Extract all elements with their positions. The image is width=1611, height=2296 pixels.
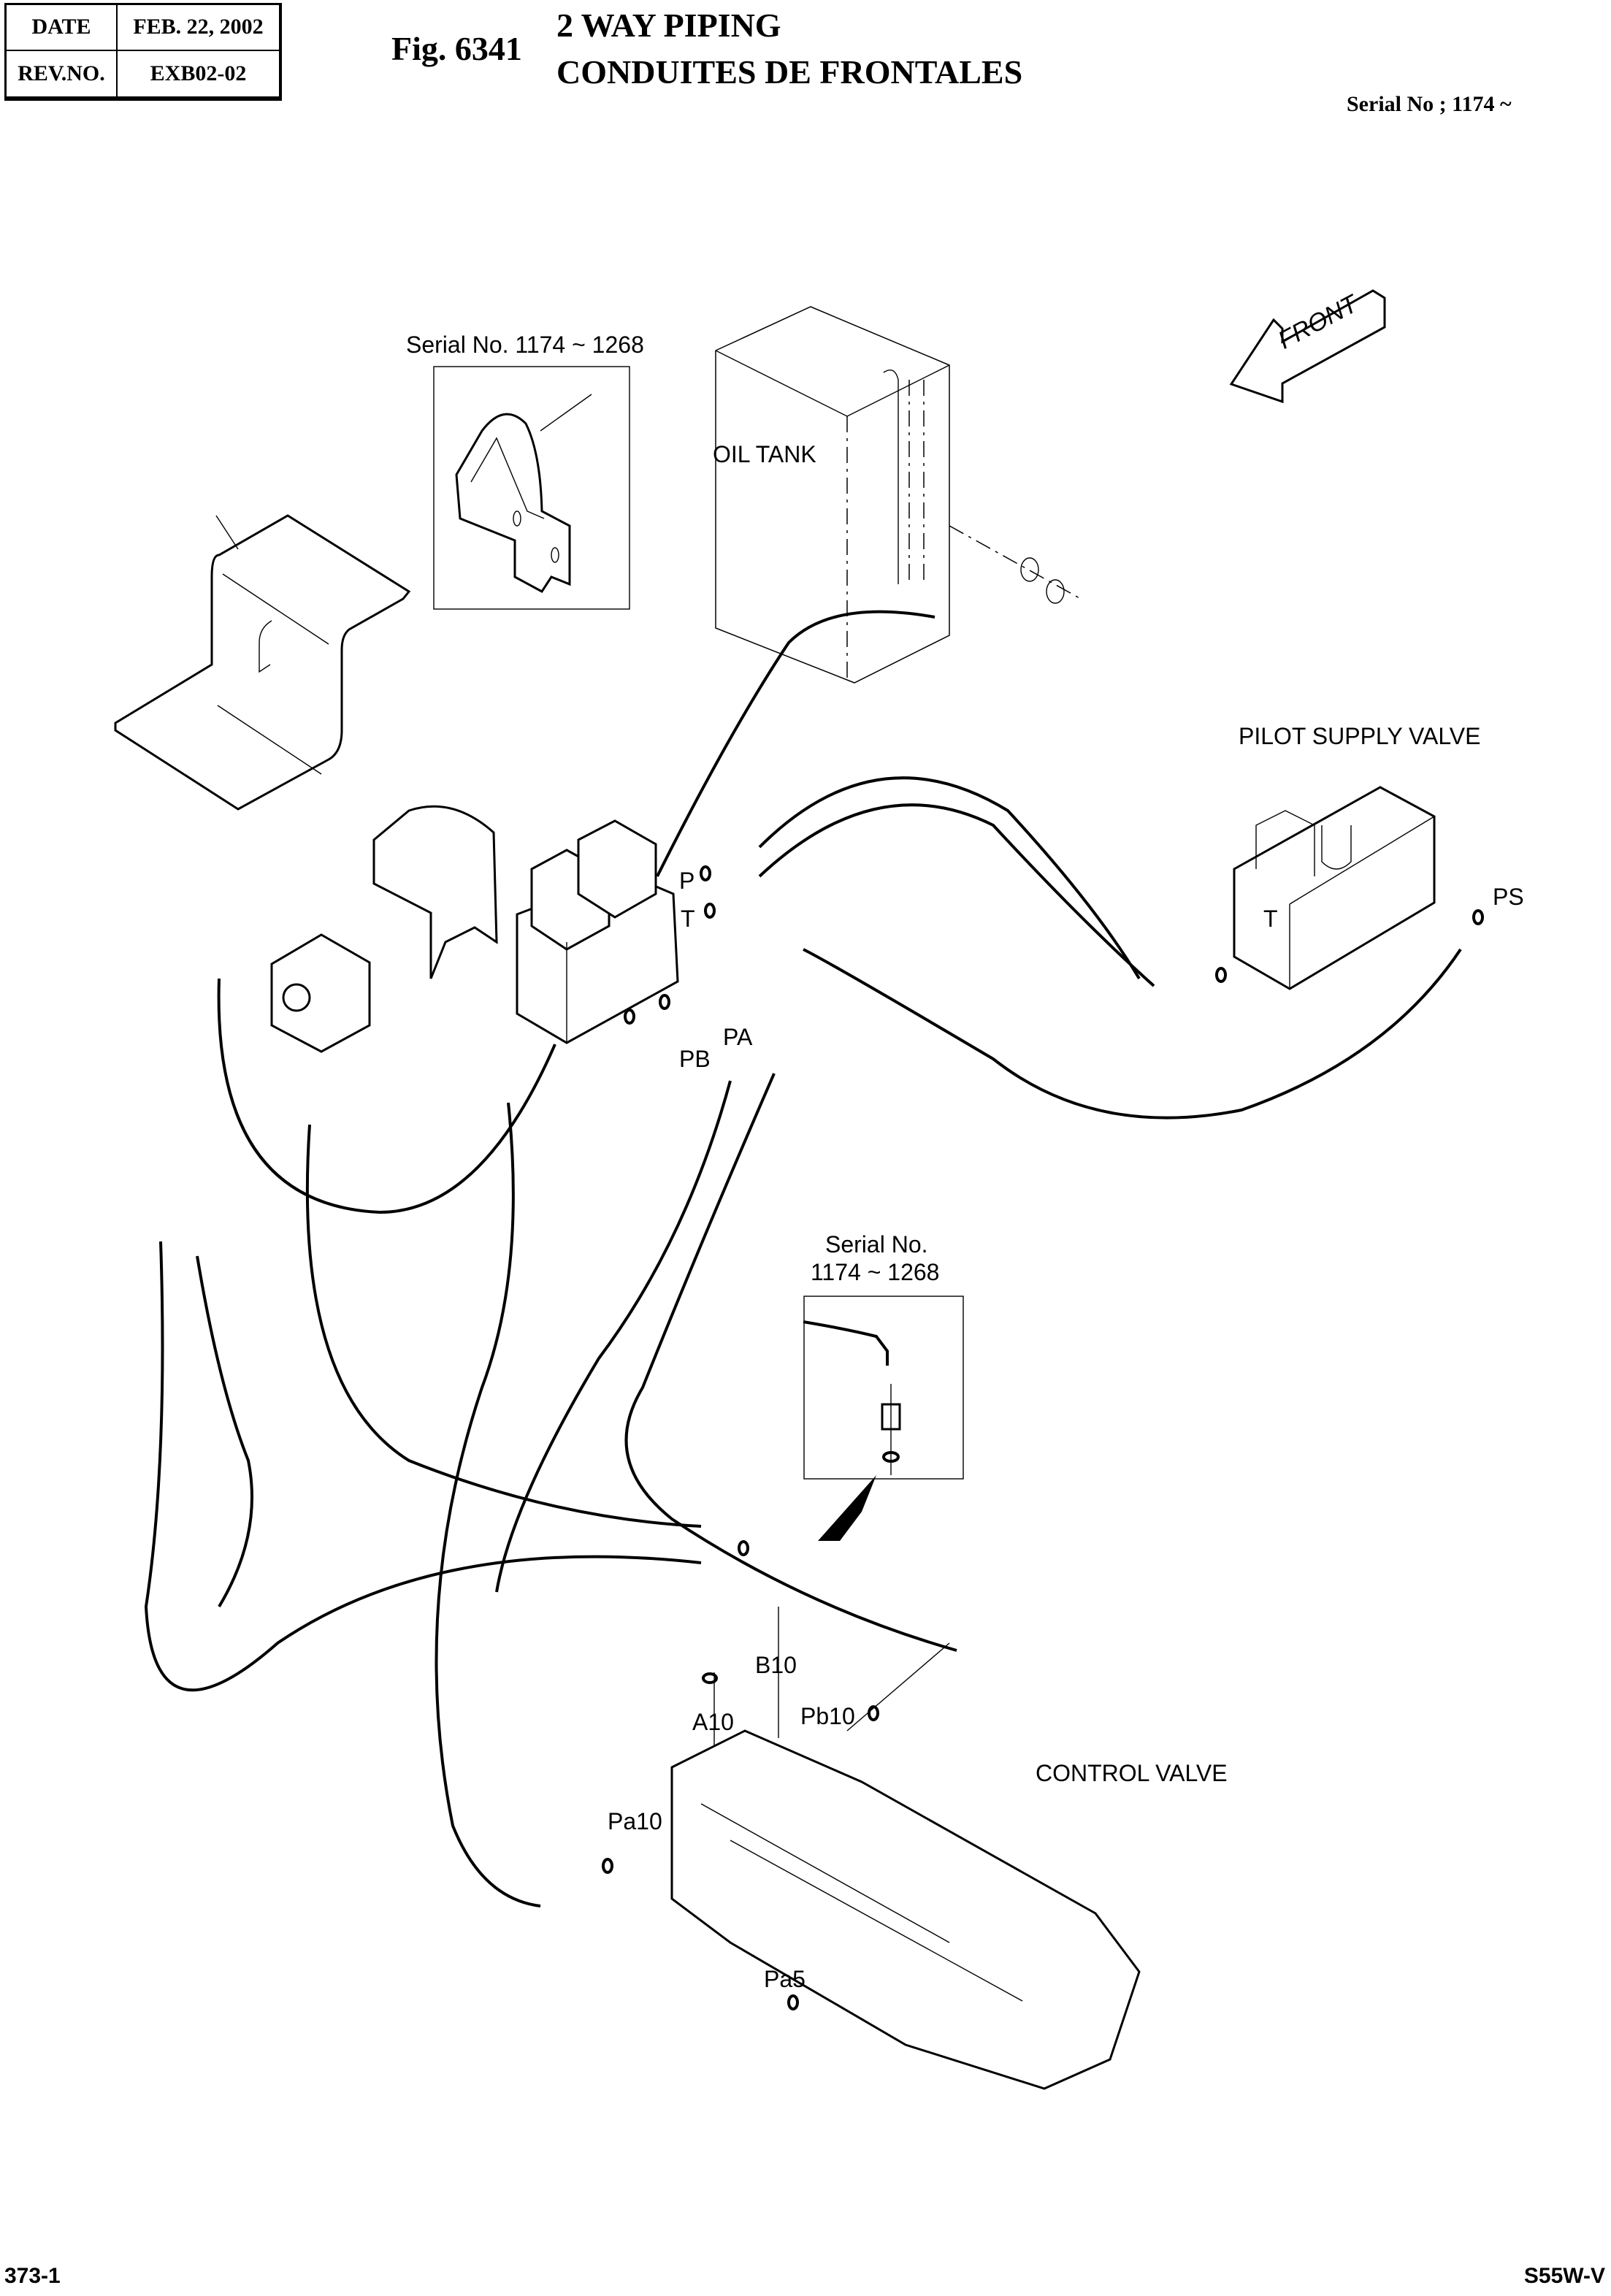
date-label: DATE — [4, 3, 118, 51]
inset-mid-caption-line1: Serial No. — [825, 1231, 928, 1258]
fittings — [602, 865, 1484, 2010]
port-ps-label: PS — [1493, 884, 1524, 910]
inset-mid-caption-line2: 1174 ~ 1268 — [811, 1259, 940, 1285]
oil-tank — [715, 306, 1082, 684]
port-t-label: T — [681, 906, 695, 932]
inset-bracket-variant — [433, 366, 630, 610]
control-valve-body — [670, 1729, 1141, 2090]
pilot-supply-valve-label: PILOT SUPPLY VALVE — [1239, 723, 1481, 749]
mounting-bracket — [114, 514, 411, 811]
control-valve-label: CONTROL VALVE — [1036, 1760, 1228, 1786]
title-english: 2 WAY PIPING — [556, 7, 781, 44]
front-arrow — [1229, 289, 1386, 404]
port-pa5-label: Pa5 — [764, 1966, 806, 1992]
port-t-pilot-label: T — [1263, 906, 1278, 932]
date-value: FEB. 22, 2002 — [116, 3, 281, 51]
oil-tank-label: OIL TANK — [713, 441, 816, 467]
inset-fitting-variant — [803, 1296, 964, 1541]
port-p-label: P — [679, 868, 695, 894]
pilot-supply-valve-body — [1233, 786, 1436, 990]
manifold-block — [516, 819, 679, 1044]
port-b10-label: B10 — [755, 1652, 797, 1678]
port-pb10-label: Pb10 — [800, 1703, 855, 1729]
rev-label: REV.NO. — [4, 49, 118, 100]
title-french: CONDUITES DE FRONTALES — [556, 53, 1023, 91]
serial-range: Serial No ; 1174 ~ — [1347, 92, 1512, 116]
inset-top-caption: Serial No. 1174 ~ 1268 — [406, 332, 644, 358]
port-pb-label: PB — [679, 1046, 711, 1072]
page-number: 373-1 — [4, 2264, 61, 2288]
port-pa-label: PA — [723, 1024, 753, 1050]
port-pa10-label: Pa10 — [608, 1808, 662, 1834]
model-code: S55W-V — [1523, 2264, 1605, 2288]
rev-value: EXB02-02 — [116, 49, 281, 100]
hoses — [144, 610, 1462, 1907]
solenoid-bracket — [270, 805, 498, 1053]
figure-number: Fig. 6341 — [391, 30, 522, 67]
revision-table: DATE FEB. 22, 2002 REV.NO. EXB02-02 — [4, 3, 282, 101]
port-a10-label: A10 — [692, 1709, 734, 1735]
